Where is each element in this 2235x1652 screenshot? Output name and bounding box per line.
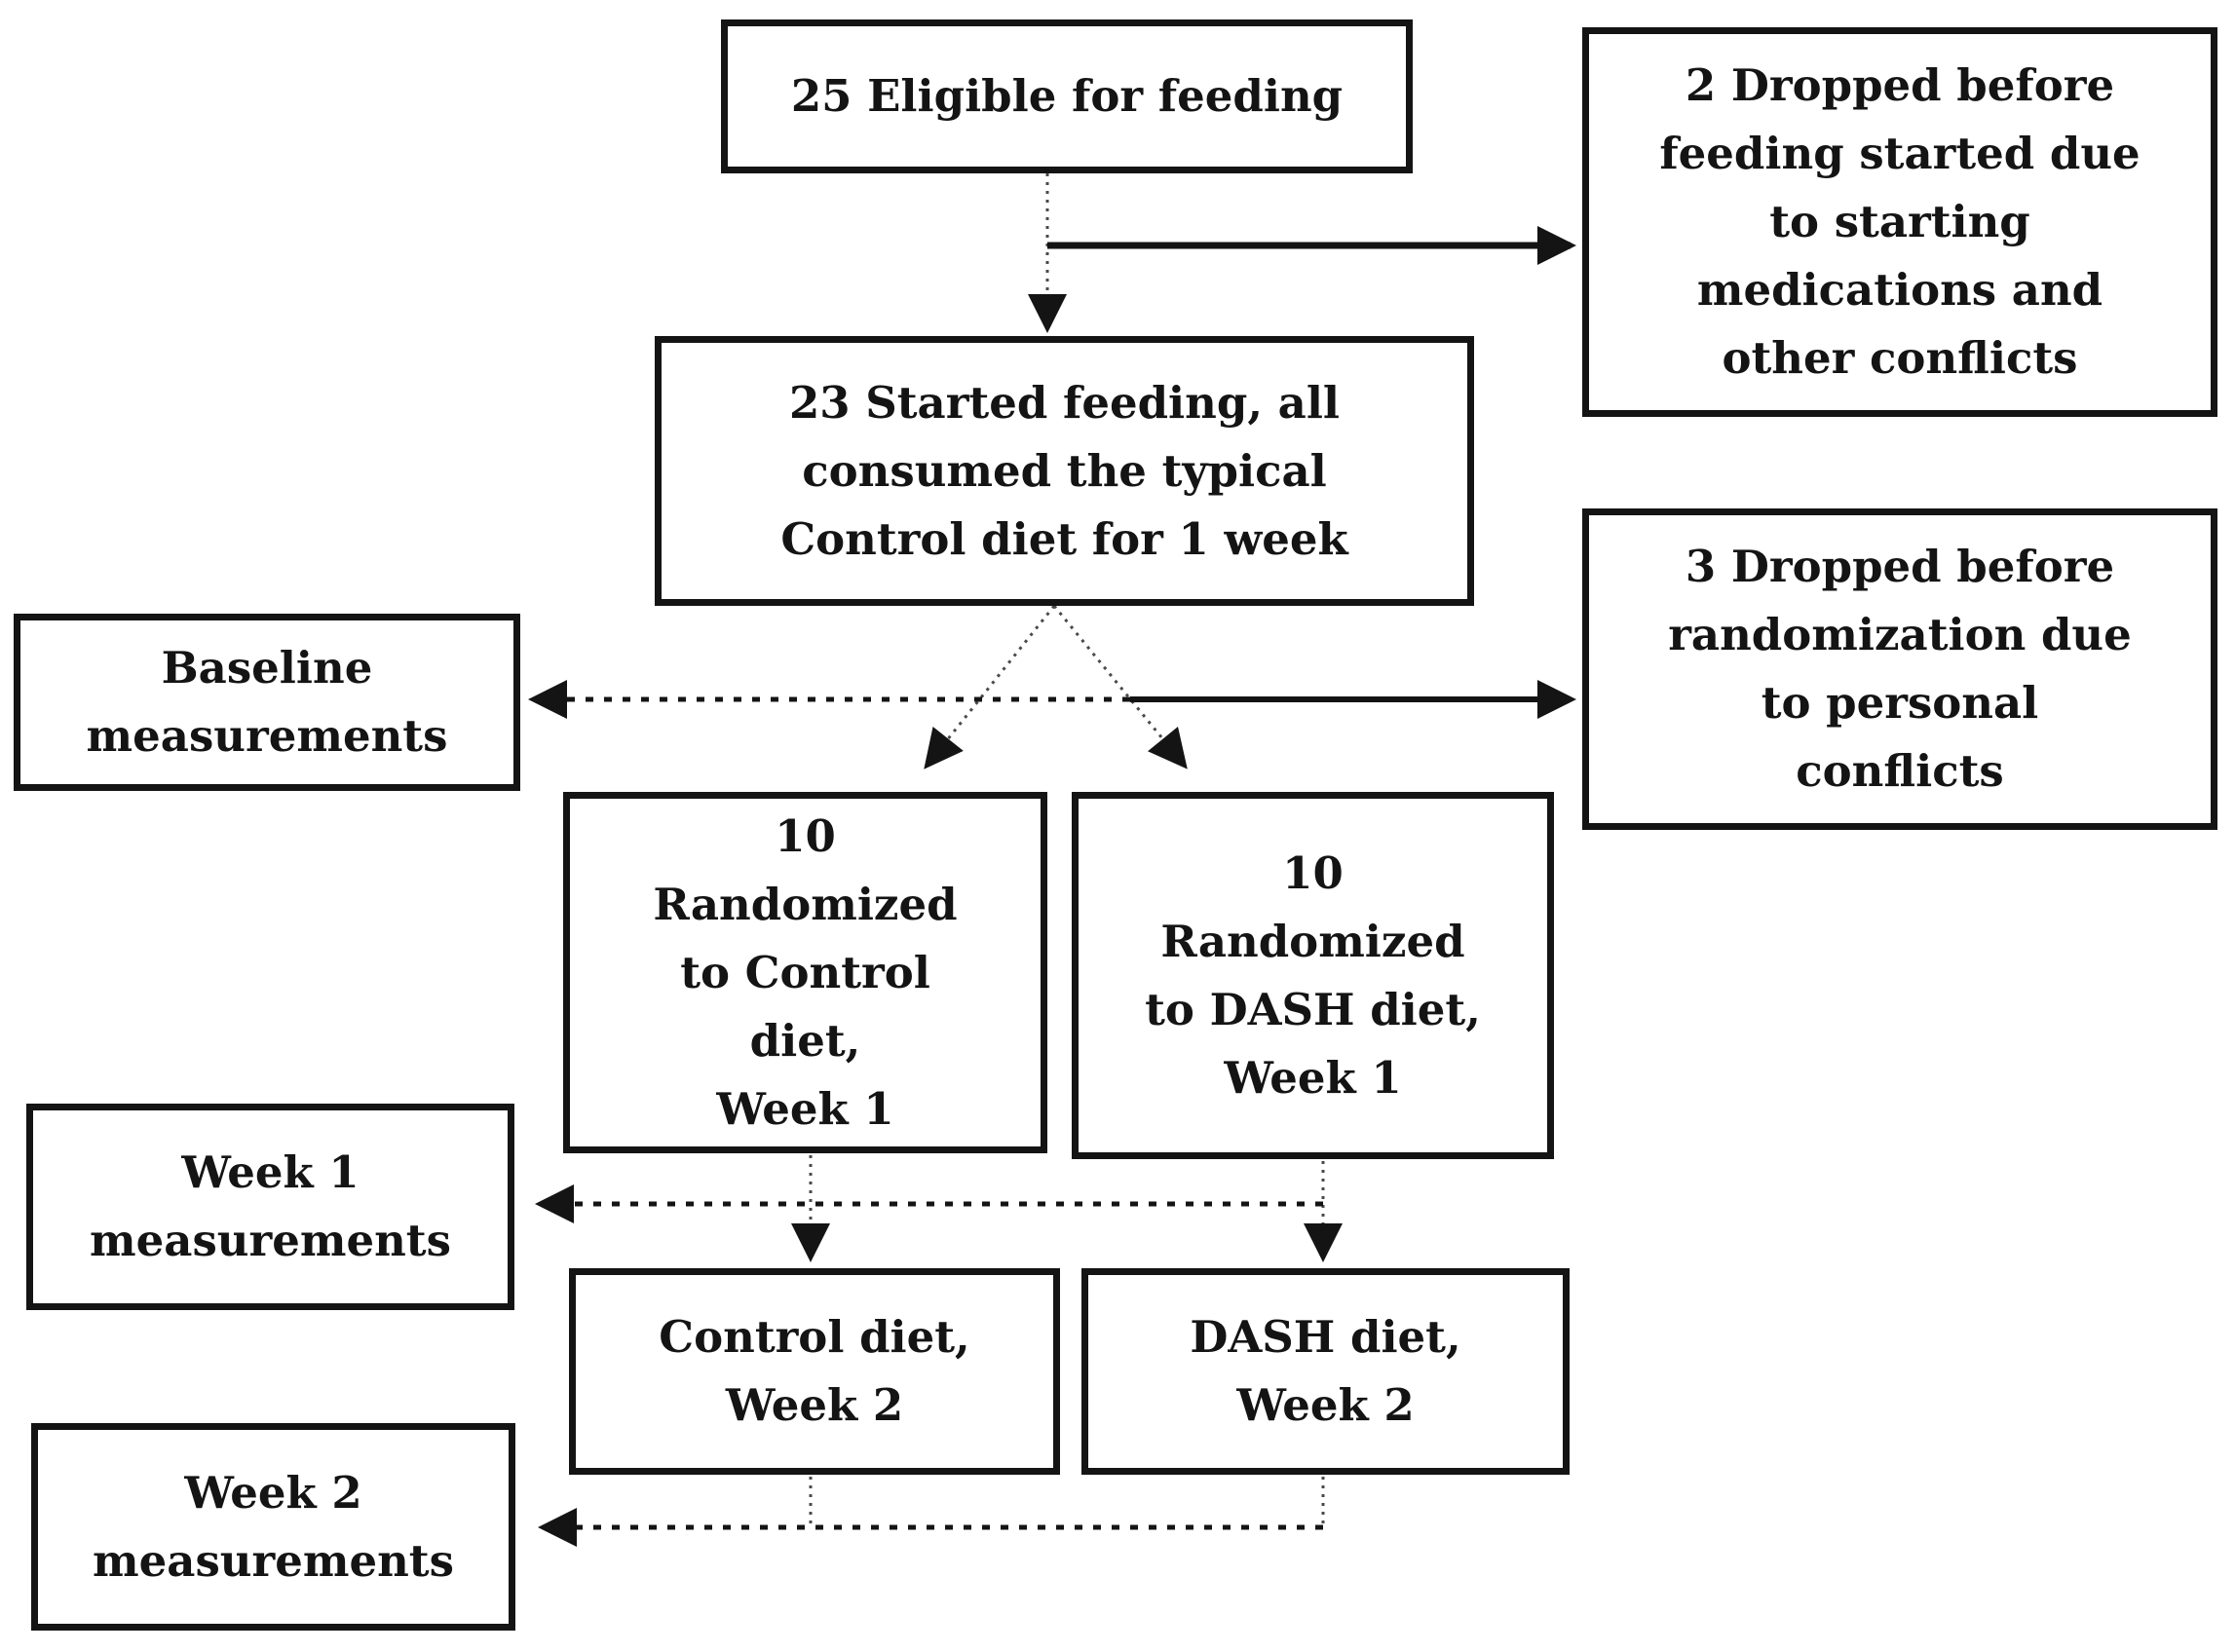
box-dash-diet-week2-label: DASH diet, Week 2	[1190, 1311, 1461, 1431]
box-dash-diet-week2: DASH diet, Week 2	[1081, 1268, 1570, 1475]
box-week2-measurements-label: Week 2 measurements	[93, 1466, 454, 1587]
connector-started-to-rand-control	[924, 605, 1056, 770]
box-dropped-before-feeding-label: 2 Dropped before feeding started due to …	[1659, 59, 2140, 384]
box-baseline-measurements: Baseline measurements	[14, 614, 520, 791]
box-dropped-before-randomization-label: 3 Dropped before randomization due to pe…	[1668, 541, 2132, 797]
box-started-feeding-label: 23 Started feeding, all consumed the typ…	[780, 376, 1348, 565]
box-week1-measurements: Week 1 measurements	[26, 1104, 514, 1310]
box-baseline-measurements-label: Baseline measurements	[86, 642, 448, 762]
box-control-diet-week2: Control diet, Week 2	[569, 1268, 1060, 1475]
box-randomized-control-week1-label: 10 Randomized to Control diet, Week 1	[653, 809, 958, 1135]
box-control-diet-week2-label: Control diet, Week 2	[659, 1311, 970, 1431]
box-randomized-dash-week1: 10 Randomized to DASH diet, Week 1	[1072, 792, 1554, 1159]
box-randomized-dash-week1-label: 10 Randomized to DASH diet, Week 1	[1145, 846, 1481, 1104]
box-randomized-control-week1: 10 Randomized to Control diet, Week 1	[563, 792, 1047, 1153]
box-week1-measurements-label: Week 1 measurements	[90, 1146, 451, 1266]
box-eligible-for-feeding: 25 Eligible for feeding	[721, 19, 1413, 173]
box-eligible-for-feeding-label: 25 Eligible for feeding	[790, 70, 1344, 122]
box-dropped-before-randomization: 3 Dropped before randomization due to pe…	[1582, 508, 2217, 830]
box-started-feeding: 23 Started feeding, all consumed the typ…	[655, 336, 1474, 606]
box-dropped-before-feeding: 2 Dropped before feeding started due to …	[1582, 27, 2217, 417]
box-week2-measurements: Week 2 measurements	[31, 1423, 515, 1631]
connector-started-to-rand-dash	[1052, 605, 1188, 770]
